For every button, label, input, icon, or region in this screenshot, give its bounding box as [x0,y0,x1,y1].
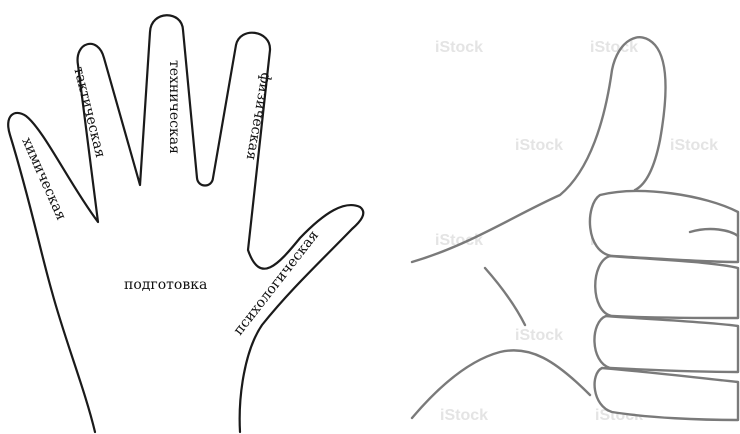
watermark-text: iStock [515,327,563,344]
hand-diagram: химическая тактическая техническая физич… [8,15,363,432]
thumbs-up-illustration: iStock iStock iStock iStock iStock iStoc… [412,37,738,424]
watermark-text: iStock [590,39,638,56]
finger-label-little: химическая [18,135,69,223]
index-finger-curl [590,191,738,262]
middle-finger-curl [595,256,738,318]
watermark-text: iStock [515,137,563,154]
watermark-text: iStock [435,232,483,249]
finger-label-middle: техническая [166,60,182,154]
watermark-text: iStock [440,407,488,424]
ring-finger-curl [594,316,738,372]
watermark-text: iStock [670,137,718,154]
watermark-text: iStock [435,39,483,56]
palm-crease [485,268,525,325]
palm-label: подготовка [124,277,207,293]
finger-label-thumb: психологическая [231,228,323,339]
little-finger-curl [595,368,738,420]
wrist-lower-line [412,350,590,418]
finger-label-index: физическая [243,71,274,161]
hand-outline [8,15,363,432]
